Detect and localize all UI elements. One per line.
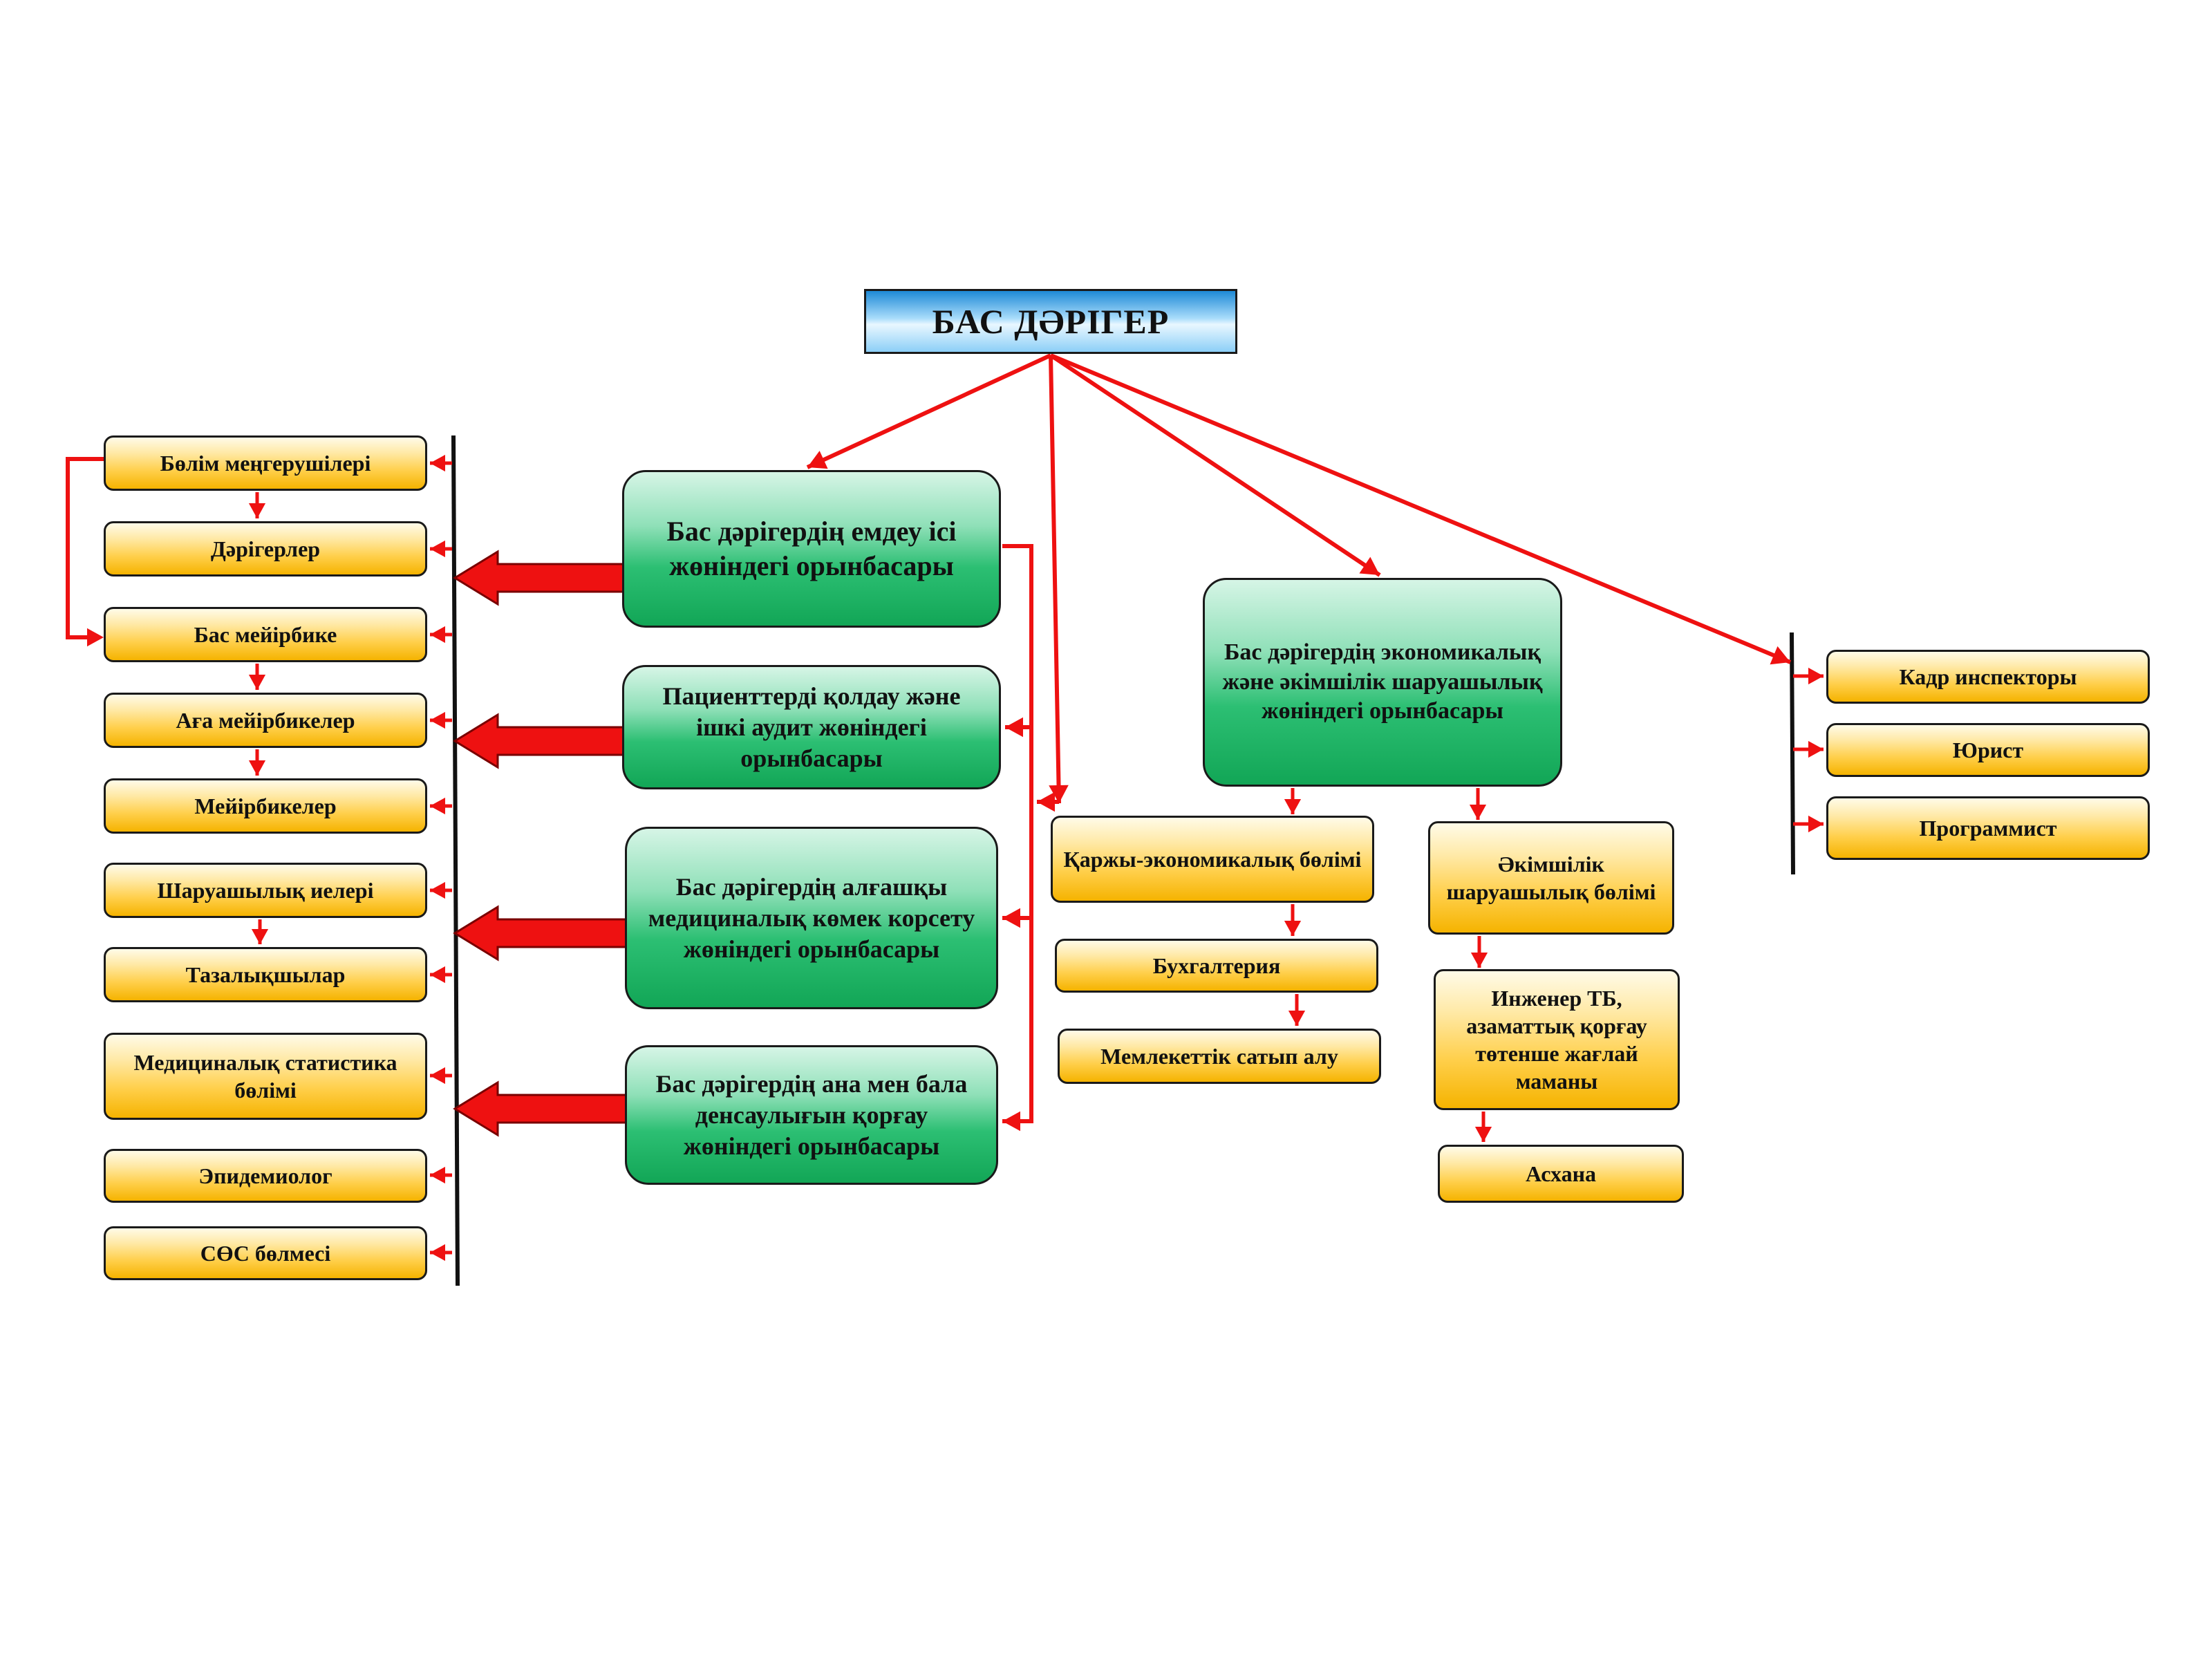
arrow-spine-to-unit-4-head <box>430 797 445 815</box>
arrow-spine-to-unit-5-head <box>430 881 445 899</box>
deputy-economic-box[interactable]: Бас дәрігердің экономикалық және әкімшіл… <box>1203 578 1562 787</box>
unit-medical-statistics[interactable]: Медициналық статистика бөлімі <box>104 1033 427 1120</box>
arrow-spine-to-unit-9-head <box>430 1244 445 1262</box>
deputy-primary-care-box[interactable]: Бас дәрігердің алғашқы медициналық көмек… <box>625 827 998 1009</box>
arrow-spine-to-unit-6-head <box>430 966 445 984</box>
arrow-headnurse-to-senior-head <box>248 675 266 690</box>
arrow-chief-to-medical-head <box>807 451 828 469</box>
fat-arrow-maternal <box>453 1080 628 1137</box>
loop-heads-to-headnurse <box>66 457 104 639</box>
arrow-economic-to-finance-head <box>1284 799 1302 814</box>
arrow-staff-spine-to-unit-1-head <box>1808 740 1824 758</box>
arrow-admin-to-engineer-head <box>1470 953 1488 968</box>
right-spine <box>1790 632 1795 875</box>
arrow-spine-to-unit-7-head <box>430 1067 445 1085</box>
arrow-finance-to-accounting-head <box>1284 921 1302 936</box>
arrow-chief-to-medical <box>806 353 1052 469</box>
left-spine <box>451 435 460 1286</box>
unit-housekeepers[interactable]: Шаруашылық иелері <box>104 863 427 918</box>
arrow-spine-to-unit-1-head <box>430 540 445 558</box>
unit-head-nurse[interactable]: Бас мейірбике <box>104 607 427 662</box>
unit-finance-economic[interactable]: Қаржы-экономикалық бөлімі <box>1051 816 1374 903</box>
loop-heads-to-headnurse-head <box>87 628 104 647</box>
arrow-chief-to-staff-spine <box>1049 353 1792 664</box>
deputy-audit-box[interactable]: Пациенттерді қолдау және ішкі аудит жөні… <box>622 665 1001 789</box>
arrow-chief-to-medical-rail-head <box>1049 785 1069 803</box>
unit-lawyer[interactable]: Юрист <box>1826 723 2150 777</box>
arrow-engineer-to-canteen-head <box>1474 1127 1492 1142</box>
arrow-spine-to-unit-8-head <box>430 1166 445 1184</box>
deputy-maternal-box[interactable]: Бас дәрігердің ана мен бала денсаулығын … <box>625 1045 998 1185</box>
arrow-rail-to-maternal-head <box>1002 1111 1020 1132</box>
fat-arrow-audit <box>453 713 625 769</box>
unit-accounting[interactable]: Бухгалтерия <box>1055 939 1378 993</box>
arrow-economic-to-admin-head <box>1469 805 1487 820</box>
rail-medical-deputies <box>1002 544 1033 1123</box>
unit-engineer-safety[interactable]: Инженер ТБ, азаматтық қорғау төтенше жағ… <box>1434 969 1680 1110</box>
fat-arrow-medical <box>453 550 625 606</box>
arrow-chief-to-economic-head <box>1359 556 1380 575</box>
arrow-spine-to-unit-3-head <box>430 711 445 729</box>
arrow-senior-to-nurses-head <box>248 760 266 776</box>
arrow-rail-to-primary-head <box>1002 908 1020 928</box>
arrow-rail-to-audit-head <box>1005 717 1023 738</box>
arrow-staff-spine-to-unit-0-head <box>1808 667 1824 685</box>
arrow-heads-to-doctors-head <box>248 503 266 518</box>
arrow-housekeepers-to-cleaners-head <box>251 929 269 944</box>
arrow-spine-to-unit-0-head <box>430 454 445 472</box>
deputy-medical-box[interactable]: Бас дәрігердің емдеу ісі жөніндегі орынб… <box>622 470 1001 628</box>
arrow-accounting-to-procurement-head <box>1288 1011 1306 1026</box>
arrow-chief-to-economic <box>1049 353 1381 577</box>
chief-doctor-box[interactable]: БАС ДӘРІГЕР <box>864 289 1237 354</box>
arrow-chief-to-medical-rail <box>1049 355 1061 804</box>
unit-programmer[interactable]: Программист <box>1826 796 2150 860</box>
unit-hr-inspector[interactable]: Кадр инспекторы <box>1826 650 2150 704</box>
unit-doctors[interactable]: Дәрігерлер <box>104 521 427 577</box>
fat-arrow-primary <box>453 905 628 962</box>
unit-department-heads[interactable]: Бөлім меңгерушілері <box>104 435 427 491</box>
arrow-chief-to-staff-spine-head <box>1770 646 1790 665</box>
unit-public-procurement[interactable]: Мемлекеттік сатып алу <box>1058 1029 1381 1084</box>
arrow-rail-in-head <box>1037 791 1055 812</box>
unit-canteen[interactable]: Асхана <box>1438 1145 1684 1203</box>
arrow-spine-to-unit-2-head <box>430 626 445 644</box>
unit-nurses[interactable]: Мейірбикелер <box>104 778 427 834</box>
unit-cleaners[interactable]: Тазалықшылар <box>104 947 427 1002</box>
unit-administrative-economic[interactable]: Әкімшілік шаруашылық бөлімі <box>1428 821 1674 935</box>
unit-epidemiologist[interactable]: Эпидемиолог <box>104 1149 427 1203</box>
unit-healthy-lifestyle-room[interactable]: СӨС бөлмесі <box>104 1226 427 1280</box>
unit-senior-nurses[interactable]: Аға мейірбикелер <box>104 693 427 748</box>
arrow-staff-spine-to-unit-2-head <box>1808 815 1824 833</box>
